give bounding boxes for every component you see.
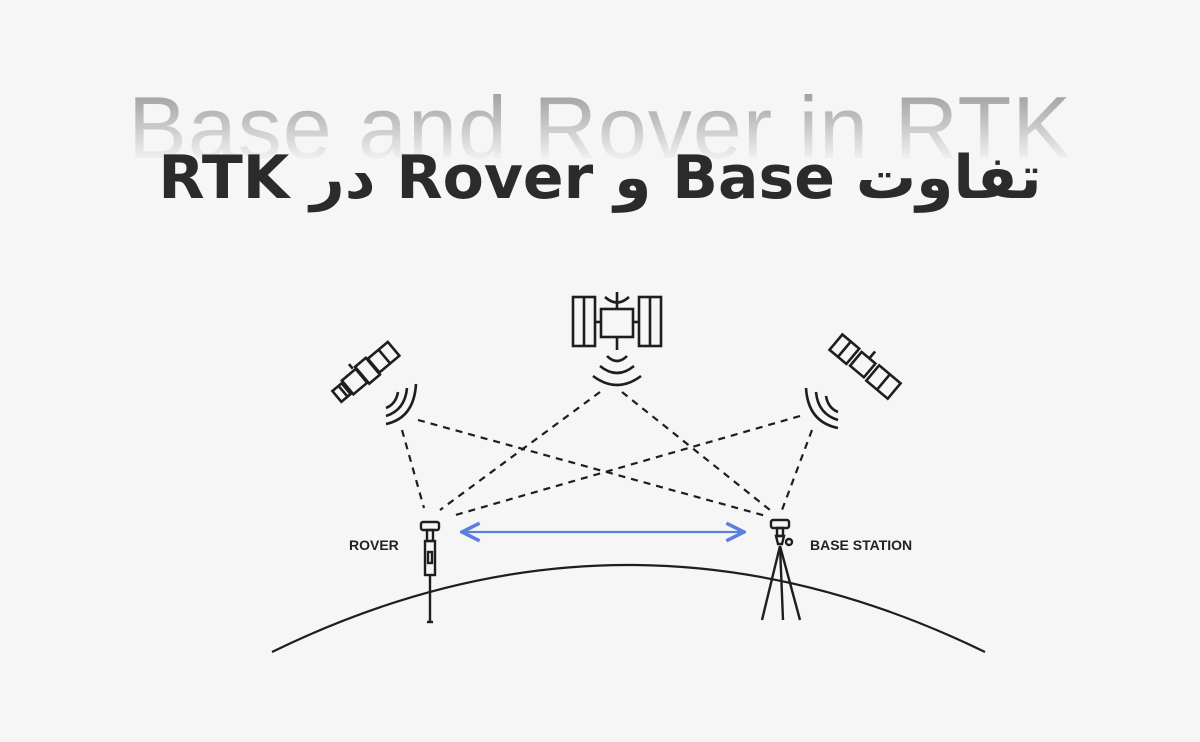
base-station-label: BASE STATION <box>810 537 912 553</box>
signal-left-to-base <box>417 418 767 518</box>
signal-center-to-rover <box>439 391 601 511</box>
page-title: تفاوت Base و Rover در RTK <box>158 143 1042 213</box>
rover-label: ROVER <box>349 537 399 553</box>
rover-icon <box>419 520 441 624</box>
satellite-center-icon <box>571 292 663 387</box>
signal-right-to-rover <box>451 414 801 518</box>
signal-left-to-rover <box>400 429 426 509</box>
satellite-left-icon <box>330 340 418 426</box>
signal-right-to-base <box>780 429 814 511</box>
base-station-icon <box>760 518 802 621</box>
background-title: Base and Rover in RTK <box>0 78 1200 178</box>
signal-lines <box>400 391 814 518</box>
signal-center-to-base <box>621 391 771 511</box>
satellite-right-icon <box>804 332 903 430</box>
earth-horizon <box>271 563 986 653</box>
